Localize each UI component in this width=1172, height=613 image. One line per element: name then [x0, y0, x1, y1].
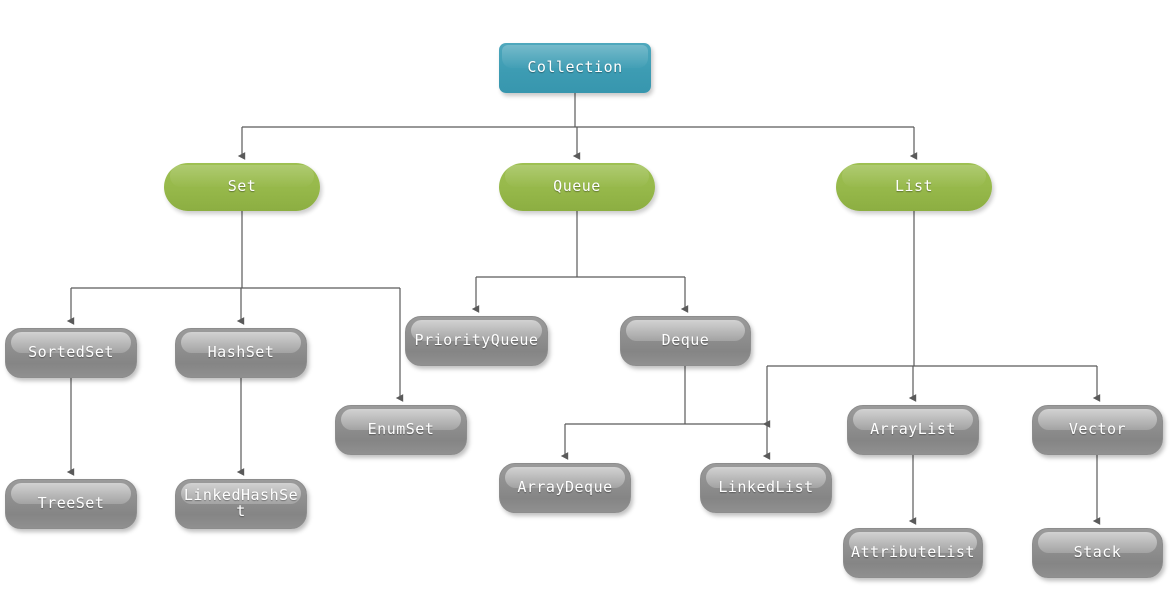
node-label-linkedlist: LinkedList: [718, 478, 814, 497]
node-linkedlist[interactable]: LinkedList: [700, 463, 832, 513]
node-vector[interactable]: Vector: [1032, 405, 1163, 455]
node-linkedhashset[interactable]: LinkedHashSet: [175, 479, 307, 529]
node-label-arraylist: ArrayList: [870, 420, 956, 439]
node-priorityqueue[interactable]: PriorityQueue: [405, 316, 548, 366]
node-hashset[interactable]: HashSet: [175, 328, 307, 378]
node-stack[interactable]: Stack: [1032, 528, 1163, 578]
node-label-list: List: [894, 177, 934, 196]
node-label-set: Set: [227, 177, 257, 196]
node-label-enumset: EnumSet: [367, 420, 435, 439]
node-label-collection: Collection: [527, 58, 623, 77]
node-collection[interactable]: Collection: [499, 43, 651, 93]
node-enumset[interactable]: EnumSet: [335, 405, 467, 455]
node-label-priorityqueue: PriorityQueue: [414, 331, 539, 350]
node-label-sortedset: SortedSet: [28, 343, 114, 362]
node-label-vector: Vector: [1068, 420, 1127, 439]
node-set[interactable]: Set: [164, 163, 320, 211]
node-label-linkedhashset: LinkedHashSet: [183, 486, 299, 520]
node-label-queue: Queue: [553, 177, 601, 196]
node-label-deque: Deque: [661, 331, 710, 350]
node-arraydeque[interactable]: ArrayDeque: [499, 463, 631, 513]
node-label-hashset: HashSet: [207, 343, 275, 362]
node-label-stack: Stack: [1073, 543, 1122, 562]
node-label-arraydeque: ArrayDeque: [517, 478, 613, 497]
node-arraylist[interactable]: ArrayList: [847, 405, 979, 455]
node-sortedset[interactable]: SortedSet: [5, 328, 137, 378]
node-queue[interactable]: Queue: [499, 163, 655, 211]
node-attributelist[interactable]: AttributeList: [843, 528, 983, 578]
node-deque[interactable]: Deque: [620, 316, 751, 366]
node-label-treeset: TreeSet: [37, 494, 105, 513]
node-treeset[interactable]: TreeSet: [5, 479, 137, 529]
node-label-attributelist: AttributeList: [851, 543, 975, 562]
node-list[interactable]: List: [836, 163, 992, 211]
